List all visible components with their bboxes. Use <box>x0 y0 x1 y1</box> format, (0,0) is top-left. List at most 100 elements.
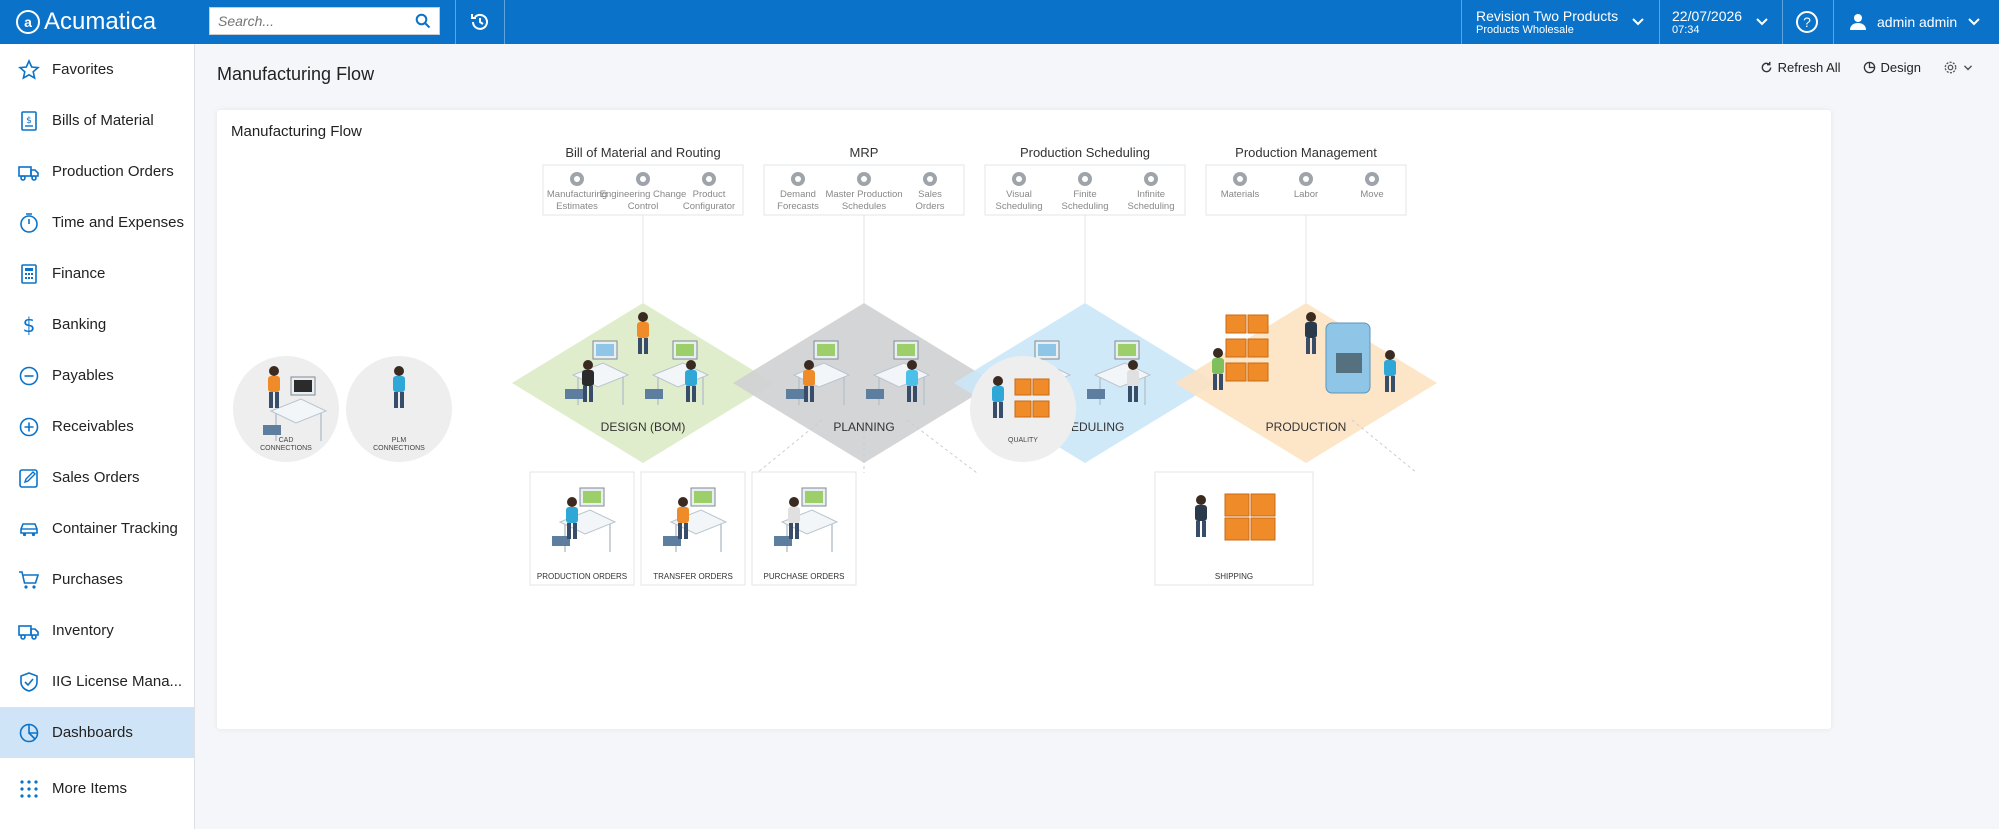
settings-menu[interactable] <box>1943 60 1973 75</box>
chevron-down-icon <box>1632 18 1644 26</box>
stage-illustration <box>1212 312 1396 394</box>
person-figure <box>393 366 405 408</box>
sidebar-item-payables[interactable]: Payables <box>0 350 194 401</box>
sidebar-item-label: Purchases <box>52 571 123 588</box>
design-button[interactable]: Design <box>1863 60 1921 75</box>
search-input[interactable] <box>218 13 415 29</box>
pie-chart-icon <box>19 723 39 742</box>
flow-link-label: Configurator <box>683 201 735 212</box>
stage-illustration <box>565 312 710 405</box>
business-date: 22/07/2026 <box>1672 8 1743 24</box>
sidebar-item-finance[interactable]: Finance <box>0 248 194 299</box>
person-figure <box>788 497 800 539</box>
sidebar-item-time-and-expenses[interactable]: Time and Expenses <box>0 197 194 248</box>
box-purchase-orders[interactable]: PURCHASE ORDERS <box>751 471 857 586</box>
help-icon[interactable]: ? <box>1796 11 1818 33</box>
flow-link-move[interactable]: Move <box>1360 172 1384 200</box>
sidebar-item-label: Sales Orders <box>52 469 140 486</box>
person-figure <box>803 360 815 402</box>
refresh-all-button[interactable]: Refresh All <box>1760 60 1841 75</box>
document-dollar-icon: $ <box>21 110 37 131</box>
desk-workstation <box>866 340 931 405</box>
minus-circle-icon <box>19 366 39 385</box>
sidebar-item-receivables[interactable]: Receivables <box>0 401 194 452</box>
gear-icon <box>1944 61 1957 74</box>
group-title: MRP <box>850 145 879 160</box>
person-figure <box>1127 360 1139 402</box>
sidebar-item-label: Time and Expenses <box>52 214 185 231</box>
search-box[interactable] <box>209 7 440 35</box>
flow-link-label: Product <box>693 189 726 200</box>
user-menu[interactable]: admin admin <box>1833 0 1999 44</box>
sidebar-item-sales-orders[interactable]: Sales Orders <box>0 452 194 503</box>
circle-quality[interactable]: QUALITY <box>970 356 1076 462</box>
design-label: Design <box>1880 60 1921 75</box>
star-icon <box>18 58 40 80</box>
svg-text:$: $ <box>23 314 36 336</box>
sidebar-item-label: Inventory <box>52 622 114 639</box>
refresh-all-label: Refresh All <box>1777 60 1841 75</box>
sidebar-item-purchases[interactable]: Purchases <box>0 554 194 605</box>
sidebar-item-label: Dashboards <box>52 724 133 741</box>
search-icon[interactable] <box>415 13 431 29</box>
flow-link-label: Manufacturing <box>547 189 607 200</box>
truck-icon <box>18 165 39 181</box>
flow-link-labor[interactable]: Labor <box>1294 172 1318 200</box>
sidebar-item-dashboards[interactable]: Dashboards <box>0 707 194 758</box>
sidebar-item-banking[interactable]: $Banking <box>0 299 194 350</box>
sidebar-item-inventory[interactable]: Inventory <box>0 605 194 656</box>
person-figure <box>685 360 697 402</box>
pie-chart-icon <box>1863 61 1875 74</box>
flow-link-label: Control <box>628 201 659 212</box>
sidebar-item-favorites[interactable]: Favorites <box>0 44 194 95</box>
sidebar-item-more-items[interactable]: More Items <box>0 763 194 814</box>
stage-design-bom[interactable] <box>512 303 774 463</box>
box-production-orders[interactable]: PRODUCTION ORDERS <box>529 471 635 586</box>
sidebar-item-label: Favorites <box>52 61 114 78</box>
sidebar-item-iig-license-mana[interactable]: IIG License Mana... <box>0 656 194 707</box>
calculator-icon <box>21 263 37 284</box>
sidebar-item-container-tracking[interactable]: Container Tracking <box>0 503 194 554</box>
flow-link-label: Master Production <box>825 189 902 200</box>
flow-link-label: Estimates <box>556 201 598 212</box>
history-icon[interactable] <box>468 10 492 34</box>
sidebar-item-bills-of-material[interactable]: $Bills of Material <box>0 95 194 146</box>
grid-dots-icon <box>20 779 38 798</box>
flow-link-label: Engineering Change <box>600 189 687 200</box>
flow-link-materials[interactable]: Materials <box>1221 172 1260 200</box>
group-bill-of-material-and-routing: Bill of Material and RoutingManufacturin… <box>542 145 744 216</box>
sidebar-item-production-orders[interactable]: Production Orders <box>0 146 194 197</box>
stage-planning[interactable] <box>733 303 995 463</box>
circle-label: CONNECTIONS <box>373 445 425 452</box>
flow-link-label: Demand <box>780 189 816 200</box>
box-transfer-orders[interactable]: TRANSFER ORDERS <box>640 471 746 586</box>
box-shipping[interactable]: SHIPPING <box>1154 471 1314 586</box>
flow-link-label: Orders <box>915 201 944 212</box>
user-icon <box>1850 14 1866 30</box>
group-production-scheduling: Production SchedulingVisualSchedulingFin… <box>984 145 1186 216</box>
desk-workstation <box>645 340 710 405</box>
group-title: Bill of Material and Routing <box>565 145 720 160</box>
box-label: PRODUCTION ORDERS <box>537 572 627 581</box>
flow-link-label: Move <box>1360 189 1383 200</box>
circle-label: PLM <box>392 437 407 444</box>
svg-text:$: $ <box>26 116 32 126</box>
flow-link-label: Labor <box>1294 189 1318 200</box>
box-label: PURCHASE ORDERS <box>764 572 845 581</box>
